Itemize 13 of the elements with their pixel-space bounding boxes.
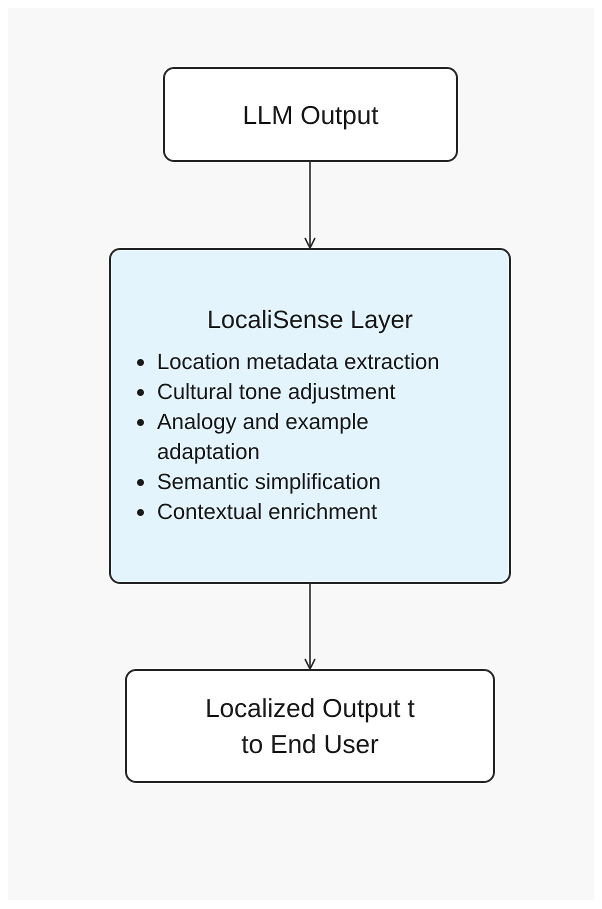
bullet-item: Location metadata extraction [157,348,440,374]
bullet-item: Contextual enrichment [157,498,378,524]
bullet-item: Semantic simplification [157,468,381,494]
panel-heading: LocaliSense Layer [207,306,413,334]
arrow [304,584,316,670]
process-box [163,67,458,162]
bullet-item: Analogy and example adaptation [157,408,369,464]
bullet-item: Cultural tone adjustment [157,378,396,404]
process-box [125,669,495,783]
box-label: LLM Output [242,98,380,132]
arrow [304,162,316,249]
process-panel [109,248,511,584]
box-label: Localized Output t to End User [204,692,416,761]
